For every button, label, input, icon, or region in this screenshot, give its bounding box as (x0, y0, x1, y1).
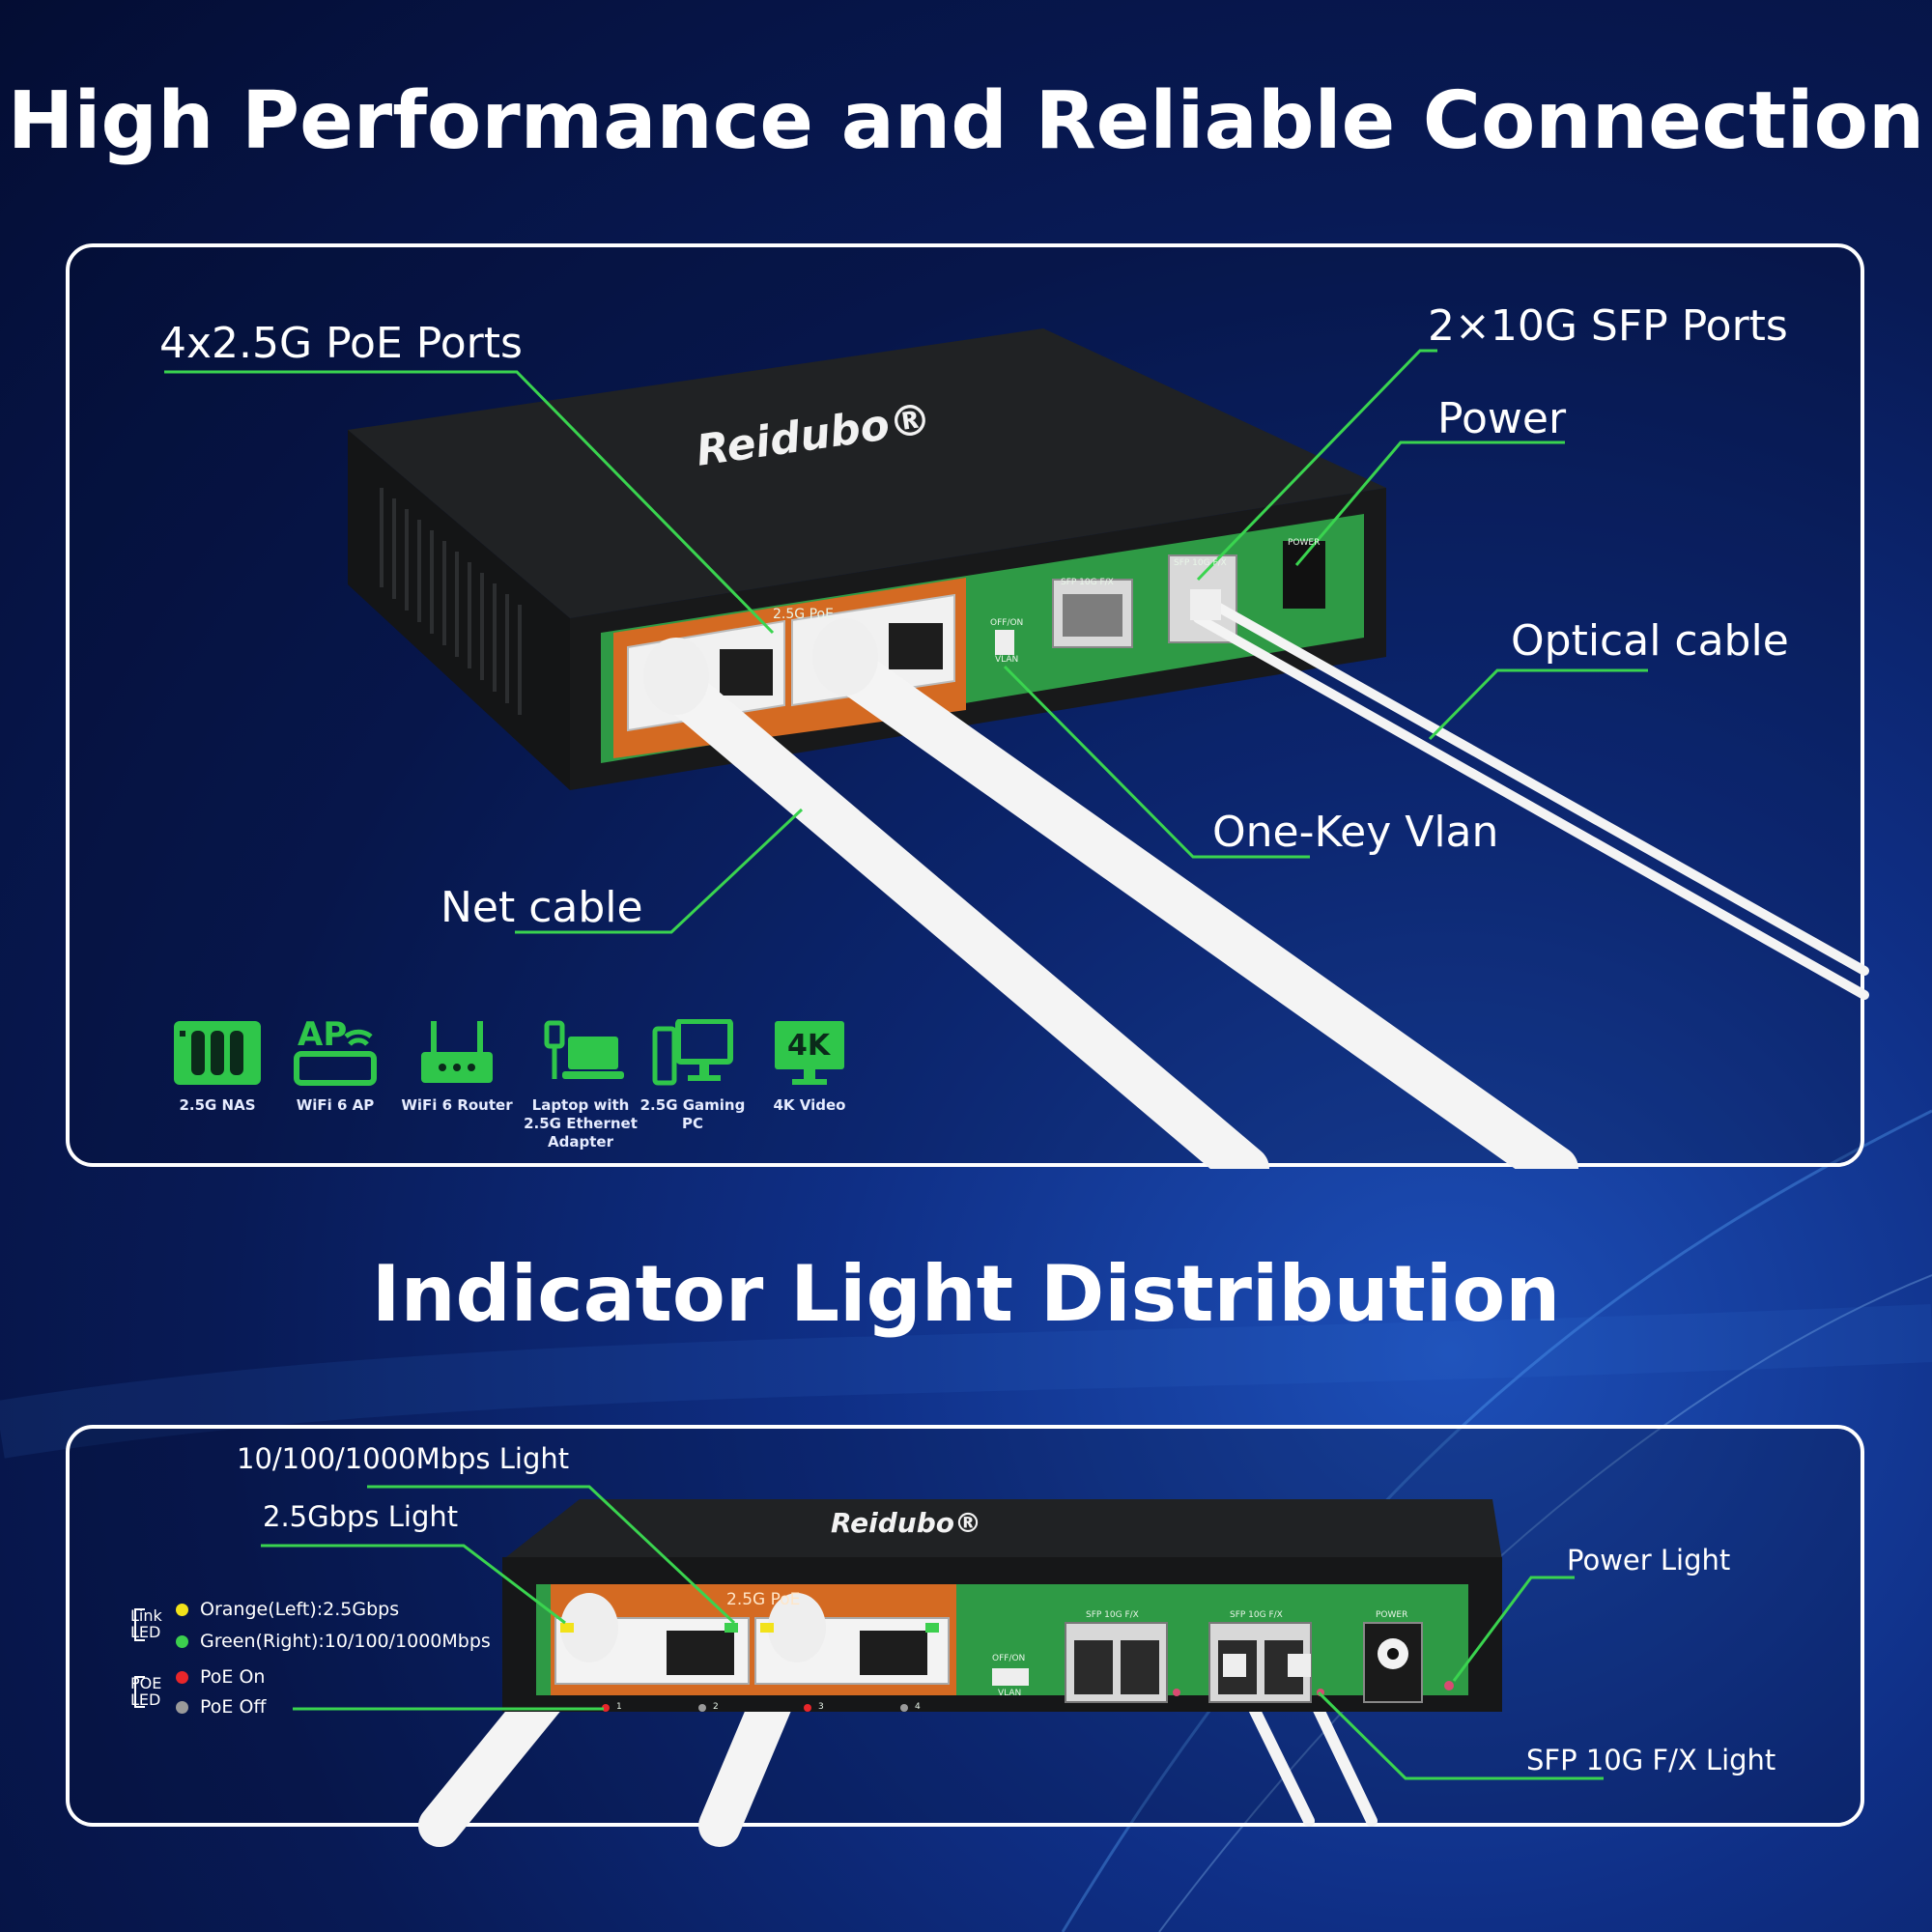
use-case-router: WiFi 6 Router (394, 1019, 520, 1115)
power-label-bottom: POWER (1376, 1610, 1408, 1620)
4k-video-icon (775, 1021, 844, 1085)
switch-device-top (164, 328, 1869, 1169)
use-case-laptop: Laptop with 2.5G Ethernet Adapter (518, 1019, 643, 1151)
vlan-label-bottom-upper: OFF/ON (992, 1654, 1026, 1663)
use-case-label: WiFi 6 Router (401, 1096, 513, 1114)
callout-gbps-light: 2.5Gbps Light (263, 1500, 459, 1533)
bottom-heading: Indicator Light Distribution (371, 1249, 1561, 1339)
vlan-label-top-lower: VLAN (995, 655, 1019, 665)
nas-icon (174, 1021, 261, 1085)
sfp-label-bottom-1: SFP 10G F/X (1086, 1610, 1139, 1620)
legend-row-poe-off: PoE Off (176, 1696, 267, 1718)
sfp-label-top-1: SFP 10G F/X (1061, 578, 1114, 587)
callout-sfp-ports: 2×10G SFP Ports (1428, 301, 1788, 351)
port-number-3: 3 (818, 1702, 824, 1712)
link-led-label: Link LED (130, 1606, 162, 1641)
callout-speed-light: 10/100/1000Mbps Light (237, 1442, 570, 1475)
use-case-label: 2.5G NAS (179, 1096, 256, 1114)
red-led-dot (176, 1670, 188, 1684)
poe-led-label: POE LED (130, 1674, 162, 1709)
4k-icon-text: 4K (787, 1029, 831, 1063)
legend-row-green: Green(Right):10/100/1000Mbps (176, 1631, 491, 1652)
legend-text: Green(Right):10/100/1000Mbps (200, 1631, 491, 1652)
router-icon (421, 1021, 493, 1083)
use-case-label: Laptop with 2.5G Ethernet Adapter (524, 1096, 638, 1151)
legend-row-orange: Orange(Left):2.5Gbps (176, 1599, 399, 1620)
power-label-top: POWER (1288, 538, 1321, 548)
port-number-2: 2 (713, 1702, 719, 1712)
yellow-led-dot (176, 1603, 188, 1616)
use-case-wifi-ap: AP WiFi 6 AP (272, 1015, 398, 1115)
callout-power-light: Power Light (1567, 1544, 1731, 1577)
vlan-label-top-upper: OFF/ON (990, 618, 1024, 628)
callout-one-key-vlan: One-Key Vlan (1212, 808, 1499, 857)
laptop-icon (544, 1020, 624, 1079)
sfp-label-top-2: SFP 10G F/X (1174, 558, 1227, 568)
callout-net-cable: Net cable (440, 883, 643, 932)
legend-text: PoE On (200, 1666, 266, 1688)
green-led-dot (176, 1634, 188, 1648)
port-number-1: 1 (616, 1702, 622, 1712)
legend-row-poe-on: PoE On (176, 1666, 265, 1688)
use-case-label: 4K Video (773, 1096, 846, 1114)
callout-optical-cable: Optical cable (1511, 616, 1789, 666)
legend-text: PoE Off (200, 1696, 267, 1718)
desktop-pc-icon (652, 1018, 733, 1086)
use-case-nas: 2.5G NAS (155, 1019, 280, 1115)
ap-icon-text: AP (298, 1015, 348, 1054)
vlan-label-bottom-lower: VLAN (998, 1689, 1022, 1698)
brand-logo-bottom: Reidubo® (831, 1507, 982, 1539)
legend-text: Orange(Left):2.5Gbps (200, 1599, 400, 1620)
callout-sfp-light: SFP 10G F/X Light (1526, 1744, 1776, 1776)
use-case-4k-video: 4K 4K Video (747, 1019, 872, 1115)
use-case-gaming-pc: 2.5G Gaming PC (630, 1018, 755, 1133)
port-group-label-top: 2.5G PoE (773, 607, 834, 622)
use-case-label: WiFi 6 AP (296, 1096, 375, 1114)
wifi-ap-icon (294, 1029, 377, 1086)
sfp-label-bottom-2: SFP 10G F/X (1230, 1610, 1283, 1620)
port-number-4: 4 (915, 1702, 921, 1712)
use-case-label: 2.5G Gaming PC (639, 1096, 746, 1132)
callout-power: Power (1437, 394, 1567, 443)
gray-led-dot (176, 1700, 188, 1714)
callout-poe-ports: 4x2.5G PoE Ports (159, 319, 523, 368)
port-group-label-bottom: 2.5G PoE (726, 1590, 801, 1609)
top-heading: High Performance and Reliable Connection (7, 75, 1925, 167)
